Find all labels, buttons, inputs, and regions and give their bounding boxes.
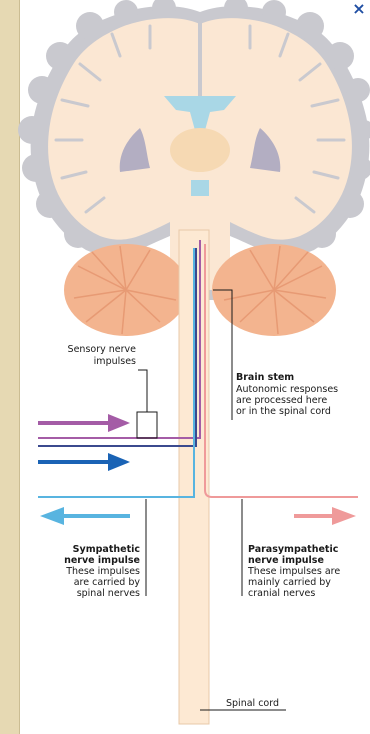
svg-text:These impulses are: These impulses are <box>247 566 340 577</box>
svg-text:spinal nerves: spinal nerves <box>77 588 140 599</box>
label-sympathetic: Sympathetic nerve impulse These impulses… <box>64 544 140 599</box>
svg-text:Brain stem: Brain stem <box>236 372 294 383</box>
arrow-parasympathetic-out <box>294 507 356 525</box>
svg-text:Sensory nerve: Sensory nerve <box>68 344 137 355</box>
arrow-sympathetic-out <box>40 507 130 525</box>
svg-text:mainly carried by: mainly carried by <box>248 577 331 588</box>
svg-text:nerve impulse: nerve impulse <box>64 555 140 566</box>
svg-text:These impulses: These impulses <box>65 566 140 577</box>
svg-text:Spinal cord: Spinal cord <box>226 698 279 709</box>
svg-text:Autonomic responses: Autonomic responses <box>236 384 338 395</box>
svg-text:Parasympathetic: Parasympathetic <box>248 544 338 555</box>
svg-text:are carried by: are carried by <box>74 577 141 588</box>
svg-text:Sympathetic: Sympathetic <box>73 544 140 555</box>
svg-text:cranial nerves: cranial nerves <box>248 588 315 599</box>
svg-text:impulses: impulses <box>94 356 136 367</box>
leader-lines <box>137 290 286 710</box>
label-spinal-cord: Spinal cord <box>226 698 279 709</box>
svg-text:nerve impulse: nerve impulse <box>248 555 324 566</box>
label-sensory: Sensory nerve impulses <box>68 344 137 367</box>
arrow-motor-in <box>38 453 130 471</box>
svg-text:or in the spinal cord: or in the spinal cord <box>236 406 331 417</box>
label-brain-stem: Brain stem Autonomic responses are proce… <box>236 372 338 417</box>
svg-text:are processed here: are processed here <box>236 395 327 406</box>
arrow-sensory-in <box>38 414 130 432</box>
label-parasympathetic: Parasympathetic nerve impulse These impu… <box>247 544 340 599</box>
cerebellum-left <box>64 244 188 336</box>
